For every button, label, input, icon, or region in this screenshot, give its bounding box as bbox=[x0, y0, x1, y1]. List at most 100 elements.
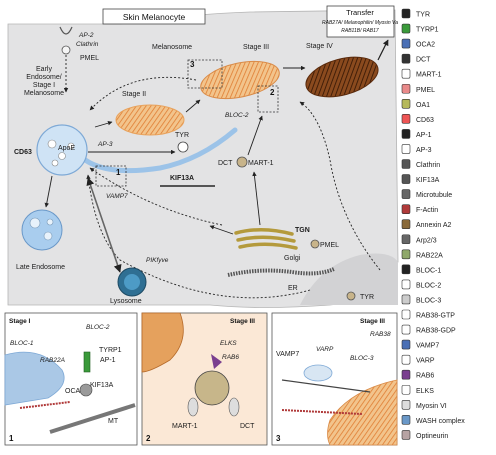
ap3-icon bbox=[401, 144, 411, 154]
early-endosome-label-2: Endosome/ bbox=[26, 74, 61, 81]
elks-icon bbox=[401, 384, 411, 395]
golgi-arrow-up bbox=[252, 171, 261, 226]
recycling-arrow bbox=[89, 76, 197, 111]
legend-item: Annexin A2 bbox=[401, 219, 452, 229]
early-endosome-label-4: Melanosome bbox=[24, 90, 64, 97]
stage2-arrow bbox=[94, 120, 113, 128]
legend-item: CD63 bbox=[401, 114, 434, 124]
legend-item: AP-1 bbox=[401, 129, 432, 139]
stage2-label: Stage II bbox=[122, 91, 146, 98]
panel2-elks: ELKS bbox=[220, 340, 237, 347]
cd63-label: CD63 bbox=[14, 149, 32, 156]
pmel-icon bbox=[401, 83, 411, 94]
legend-item: ELKS bbox=[401, 384, 434, 395]
transfer-line1: RAB27A/ Melanophilin/ Myosin Va bbox=[322, 20, 398, 26]
pmel-golgi-label: PMEL bbox=[320, 242, 339, 249]
panel1-rab22a: RAB22A bbox=[40, 357, 65, 364]
legend-item: Clathrin bbox=[401, 159, 440, 169]
rab38-gdp-icon bbox=[401, 324, 411, 335]
ilv bbox=[67, 142, 75, 150]
clathrin-label: Clathrin bbox=[76, 41, 99, 48]
legend-item: BLOC-3 bbox=[401, 294, 441, 304]
ilv bbox=[46, 218, 54, 226]
panel2-mart1: MART-1 bbox=[172, 423, 198, 430]
late-endosome bbox=[21, 209, 63, 251]
stage2-melanosome bbox=[115, 104, 185, 136]
varp-icon bbox=[401, 354, 411, 365]
legend-item: BLOC-2 bbox=[401, 279, 441, 289]
legend-label: TYR bbox=[416, 12, 430, 19]
panel2-number: 2 bbox=[146, 434, 151, 443]
legend-item: Optineurin bbox=[401, 430, 448, 440]
mart1-label: MART-1 bbox=[248, 160, 274, 167]
golgi-arrow-left bbox=[209, 225, 234, 235]
legend-label: RAB22A bbox=[416, 252, 443, 259]
mart1-icon bbox=[401, 68, 411, 79]
pmel-endosome-arrow bbox=[89, 167, 223, 226]
panel1-kif13a: KIF13A bbox=[90, 382, 114, 389]
dct-label: DCT bbox=[218, 160, 233, 167]
legend-label: OCA2 bbox=[416, 42, 435, 49]
early-endosome-label-3: Stage I bbox=[33, 82, 55, 89]
legend-label: Microtubule bbox=[416, 192, 452, 199]
tyr-vesicle bbox=[177, 141, 189, 153]
legend-label: CD63 bbox=[416, 117, 434, 124]
tyr-icon bbox=[401, 8, 411, 19]
panel3-varp: VARP bbox=[316, 346, 334, 353]
ap2-label: AP-2 bbox=[78, 32, 94, 39]
ilv bbox=[51, 159, 59, 167]
legend-label: KIF13A bbox=[416, 177, 440, 184]
endocytic-pit bbox=[59, 26, 73, 35]
legend-item: VARP bbox=[401, 354, 435, 365]
lysosome-label: Lysosome bbox=[110, 298, 142, 305]
vamp7-label: VAMP7 bbox=[106, 193, 128, 200]
vamp7-icon bbox=[401, 339, 411, 350]
early-endosome-label-1: Early bbox=[36, 66, 52, 73]
pikfyve-label: PIKfyve bbox=[146, 257, 169, 264]
panel1-ap1: AP-1 bbox=[100, 357, 116, 364]
er bbox=[227, 267, 335, 277]
legend-item: RAB6 bbox=[401, 369, 434, 380]
dct-arrow bbox=[247, 115, 263, 156]
stage4-label: Stage IV bbox=[306, 43, 333, 50]
legend-label: OA1 bbox=[416, 102, 430, 109]
legend-item: TYR bbox=[401, 8, 430, 19]
panel3-number: 3 bbox=[276, 434, 281, 443]
box2-label: 2 bbox=[270, 88, 275, 97]
skin-melanocyte-box bbox=[102, 8, 206, 25]
early-endosome bbox=[36, 124, 88, 176]
er-label: ER bbox=[288, 285, 298, 292]
legend-label: BLOC-2 bbox=[416, 282, 441, 289]
legend-item: AP-3 bbox=[401, 144, 432, 154]
kif13a-icon bbox=[401, 174, 411, 184]
box3 bbox=[187, 59, 223, 89]
rab22a-icon bbox=[401, 249, 411, 260]
legend-label: BLOC-1 bbox=[416, 267, 441, 274]
panel1-number: 1 bbox=[9, 434, 14, 443]
panel1-oca2: OCA2 bbox=[65, 388, 84, 395]
legend-label: MART-1 bbox=[416, 72, 442, 79]
clathrin-icon bbox=[401, 159, 411, 169]
myosin-vi-icon bbox=[401, 399, 411, 410]
panel-stage3-box3: Stage III RAB38 VARP VAMP7 BLOC-3 3 bbox=[271, 312, 398, 446]
optineurin-icon bbox=[401, 430, 411, 440]
legend-item: Microtubule bbox=[401, 189, 452, 199]
box3-label: 3 bbox=[190, 60, 195, 69]
skin-melanocyte-label: Skin Melanocyte bbox=[123, 12, 186, 22]
legend-label: ELKS bbox=[416, 388, 434, 395]
legend-label: WASH complex bbox=[416, 418, 465, 425]
nucleus bbox=[300, 253, 398, 305]
legend-label: RAB38-GDP bbox=[416, 328, 456, 335]
legend-item: RAB38-GDP bbox=[401, 324, 456, 335]
legend-label: AP-3 bbox=[416, 147, 432, 154]
oca2-icon bbox=[401, 38, 411, 49]
ap3-label: AP-3 bbox=[97, 141, 113, 148]
legend-label: Clathrin bbox=[416, 162, 440, 169]
legend-label: Myosin VI bbox=[416, 403, 447, 410]
legend-label: TYRP1 bbox=[416, 27, 439, 34]
transfer-arrow bbox=[377, 39, 389, 61]
panel1-title: Stage I bbox=[9, 318, 31, 325]
legend-item: RAB38-GTP bbox=[401, 309, 455, 320]
wash-complex-icon bbox=[401, 415, 411, 425]
legend: TYRTYRP1OCA2DCTMART-1PMELOA1CD63AP-1AP-3… bbox=[401, 8, 465, 440]
